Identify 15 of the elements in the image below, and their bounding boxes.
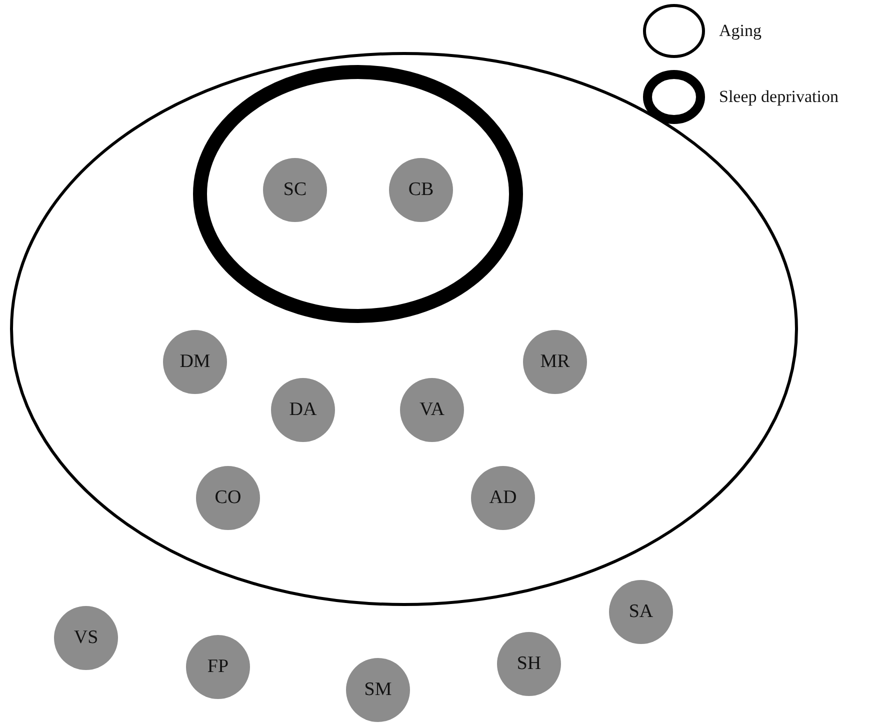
- region-label: SH: [516, 653, 542, 675]
- region-label: SM: [364, 679, 392, 701]
- legend-label: Aging: [719, 21, 762, 41]
- region-label: AD: [489, 487, 517, 509]
- region-label: VS: [74, 627, 98, 649]
- region-label: VA: [420, 399, 444, 421]
- region-label: CO: [214, 487, 242, 509]
- region-label: MR: [540, 351, 570, 373]
- region-label: DA: [289, 399, 317, 421]
- region-label: FP: [207, 656, 229, 678]
- region-label: SC: [283, 179, 307, 201]
- region-label: SA: [628, 601, 654, 623]
- region-label: CB: [408, 179, 434, 201]
- region-label: DM: [180, 351, 210, 373]
- legend-label: Sleep deprivation: [719, 87, 838, 107]
